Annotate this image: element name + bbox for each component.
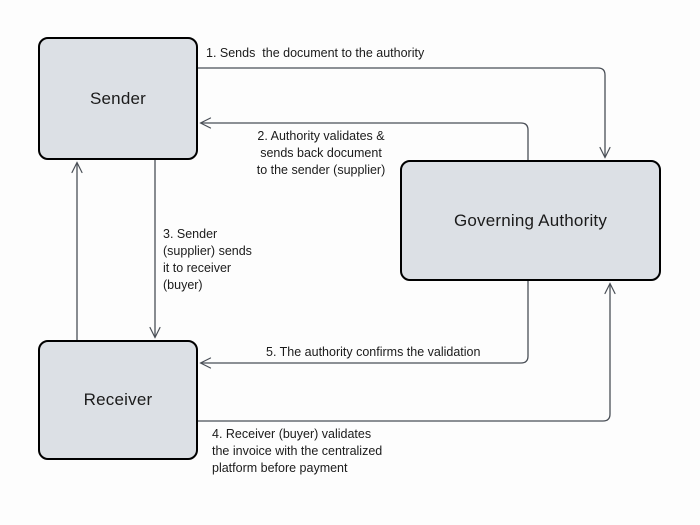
edge-label-3: 3. Sender (supplier) sends it to receive… <box>163 227 252 292</box>
node-governing-authority[interactable]: Governing Authority <box>400 160 661 281</box>
edge-label-4: 4. Receiver (buyer) validates the invoic… <box>212 427 383 475</box>
edge-label-1: 1. Sends the document to the authority <box>206 46 425 60</box>
node-sender[interactable]: Sender <box>38 37 198 160</box>
node-receiver-label: Receiver <box>83 390 153 409</box>
node-governing-authority-label: Governing Authority <box>453 210 608 230</box>
edge-label-2: 2. Authority validates & sends back docu… <box>256 129 386 177</box>
node-sender-label: Sender <box>89 88 147 108</box>
node-receiver[interactable]: Receiver <box>38 340 198 460</box>
edge-label-5: 5. The authority confirms the validation <box>266 345 481 359</box>
